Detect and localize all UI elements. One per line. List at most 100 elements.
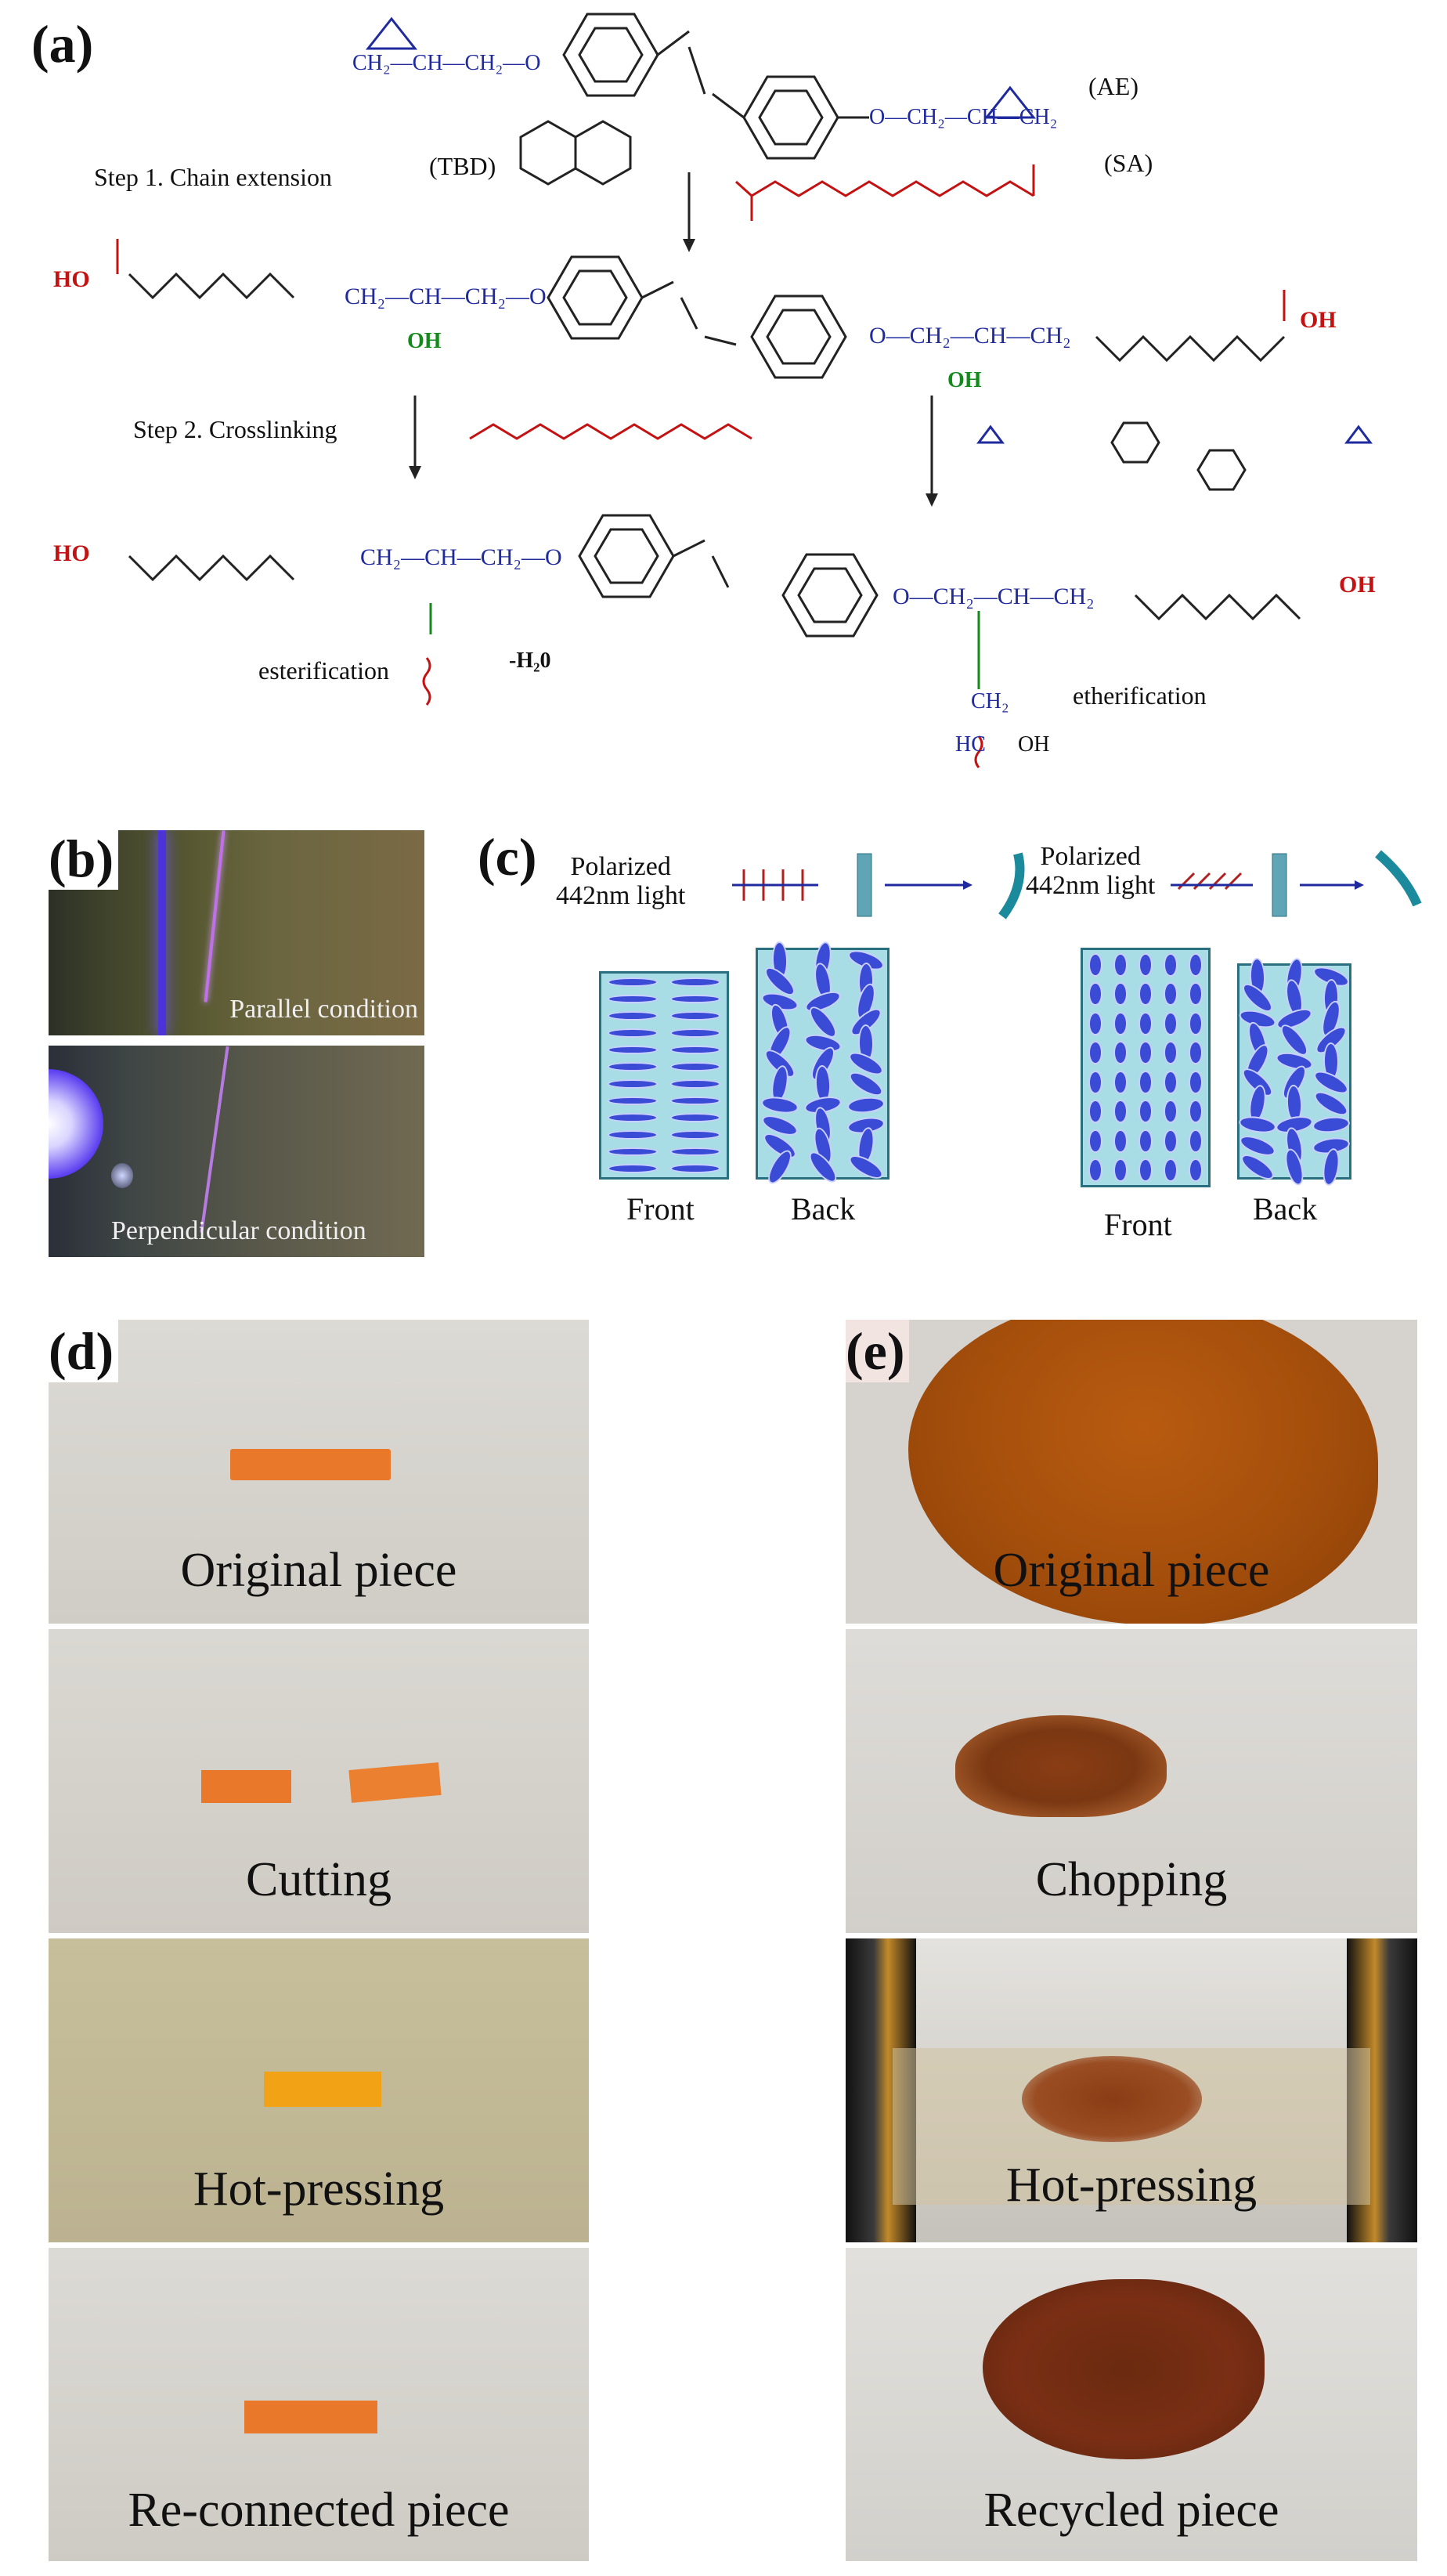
lc-molecule	[1138, 1011, 1153, 1035]
lc-molecule	[1164, 1100, 1178, 1124]
lc-molecule	[1113, 1158, 1128, 1183]
lc-molecule	[1088, 1100, 1102, 1124]
left-back-box	[756, 940, 889, 1187]
label-perpendicular: Perpendicular condition	[111, 1216, 366, 1245]
left-back-label: Back	[791, 1191, 856, 1227]
lc-molecule	[670, 1113, 720, 1123]
lc-molecule	[1282, 1146, 1307, 1187]
lc-molecule	[1088, 982, 1102, 1006]
lc-molecule	[670, 1045, 720, 1055]
lc-molecule	[1164, 1041, 1178, 1065]
chem-oh-right-row4: OH	[1339, 572, 1376, 598]
chem-oh-row4b: OH	[1018, 732, 1050, 757]
lc-molecule	[1164, 1129, 1178, 1153]
caption-d-2: Cutting	[245, 1853, 392, 1906]
chem-o-ch2-ch-ch2-1: O—CH₂—CH—CH₂	[869, 105, 1058, 129]
lc-molecule	[1238, 1113, 1278, 1136]
photo-d-3: Hot-pressing	[49, 1938, 589, 2242]
lc-molecule	[1113, 1129, 1128, 1153]
lc-molecule	[670, 994, 720, 1004]
orange-strip	[230, 1449, 391, 1480]
chem-oh-right-row2: OH	[1300, 307, 1337, 333]
photo-e-4: Recycled piece	[846, 2248, 1417, 2561]
lc-molecule	[608, 1028, 658, 1038]
lc-molecule	[608, 1011, 658, 1021]
lc-molecule	[608, 1096, 658, 1106]
pressed-piece	[264, 2072, 381, 2107]
left-light-label: Polarized 442nm light	[556, 852, 686, 911]
lc-molecule	[1189, 1158, 1203, 1183]
lc-molecule	[1164, 982, 1178, 1006]
lc-molecule	[1113, 1041, 1128, 1065]
lc-molecule	[670, 977, 720, 987]
caption-d-4: Re-connected piece	[128, 2484, 510, 2537]
chem-ch2-row4: CH₂	[971, 689, 1009, 714]
lc-molecule	[1138, 1041, 1153, 1065]
chopped-on-glass	[1022, 2056, 1202, 2142]
orange-film-disc	[908, 1320, 1378, 1624]
caption-d-3: Hot-pressing	[193, 2162, 445, 2216]
photo-parallel: Parallel condition	[49, 830, 424, 1035]
lc-molecule	[1189, 1011, 1203, 1035]
lc-molecule	[1164, 952, 1178, 977]
label-parallel: Parallel condition	[229, 995, 418, 1024]
lc-molecule	[608, 1147, 658, 1157]
chem-o-row2: CH₂—CH—CH₂—O	[345, 284, 547, 309]
label-ae: (AE)	[1088, 72, 1138, 100]
film-strip-2	[200, 1046, 229, 1234]
chem-oh-row2-green: OH	[407, 329, 442, 353]
photo-d-1: Original piece	[49, 1320, 589, 1624]
cut-piece-left	[201, 1770, 291, 1803]
lc-molecule	[1113, 1100, 1128, 1124]
lc-molecule	[1189, 952, 1203, 977]
recycled-disc	[983, 2279, 1265, 2459]
lc-molecule	[1138, 1070, 1153, 1094]
panel-d-letter: (d)	[49, 1320, 119, 1382]
chem-ho-left-row2: HO	[53, 266, 90, 292]
lc-molecule	[670, 1164, 720, 1174]
panel-e-letter: (e)	[846, 1320, 910, 1382]
lc-molecule	[670, 1078, 720, 1089]
photo-e-3: Hot-pressing	[846, 1938, 1417, 2242]
lc-molecule	[1189, 1100, 1203, 1124]
lc-molecule	[1113, 952, 1128, 977]
panel-a: (a)	[0, 0, 1447, 791]
label-water: -H₂0	[509, 649, 551, 673]
lc-molecule	[1189, 1129, 1203, 1153]
light-source-glow	[49, 1069, 103, 1179]
left-front-box	[599, 971, 729, 1180]
lc-molecule	[608, 1129, 658, 1140]
left-front-label: Front	[626, 1191, 695, 1227]
chem-ho-left-row4: HO	[53, 540, 90, 566]
label-sa: (SA)	[1104, 149, 1153, 177]
lc-molecule	[1113, 982, 1128, 1006]
cut-piece-right	[348, 1762, 442, 1803]
lc-molecule	[608, 1062, 658, 1072]
photo-e-1: Original piece	[846, 1320, 1417, 1624]
lc-molecule	[1138, 1158, 1153, 1183]
label-tbd: (TBD)	[429, 152, 496, 180]
lc-molecule	[608, 1078, 658, 1089]
lc-molecule	[670, 1129, 720, 1140]
lc-molecule	[760, 1094, 799, 1116]
caption-e-3: Hot-pressing	[1005, 2159, 1258, 2212]
lc-molecule	[1189, 1070, 1203, 1094]
left-light-diagram	[732, 852, 1025, 919]
label-step1: Step 1. Chain extension	[94, 163, 332, 191]
photo-perpendicular: Perpendicular condition	[49, 1046, 424, 1257]
lc-molecule	[1088, 1070, 1102, 1094]
lc-molecule	[608, 1045, 658, 1055]
panel-d: Original piece Cutting Hot-pressing Re-c…	[49, 1320, 589, 2565]
lc-molecule	[1088, 1129, 1102, 1153]
lc-molecule	[1088, 1011, 1102, 1035]
lc-molecule	[1311, 1115, 1351, 1134]
right-back-box	[1237, 956, 1351, 1187]
lc-molecule	[608, 1113, 658, 1123]
panel-a-letter: (a)	[31, 14, 94, 74]
lc-molecule	[670, 1028, 720, 1038]
right-front-box	[1081, 948, 1211, 1187]
chopped-pile	[955, 1715, 1167, 1817]
caption-e-2: Chopping	[1035, 1853, 1228, 1906]
caption-e-4: Recycled piece	[983, 2484, 1279, 2537]
photo-d-2: Cutting	[49, 1629, 589, 1933]
